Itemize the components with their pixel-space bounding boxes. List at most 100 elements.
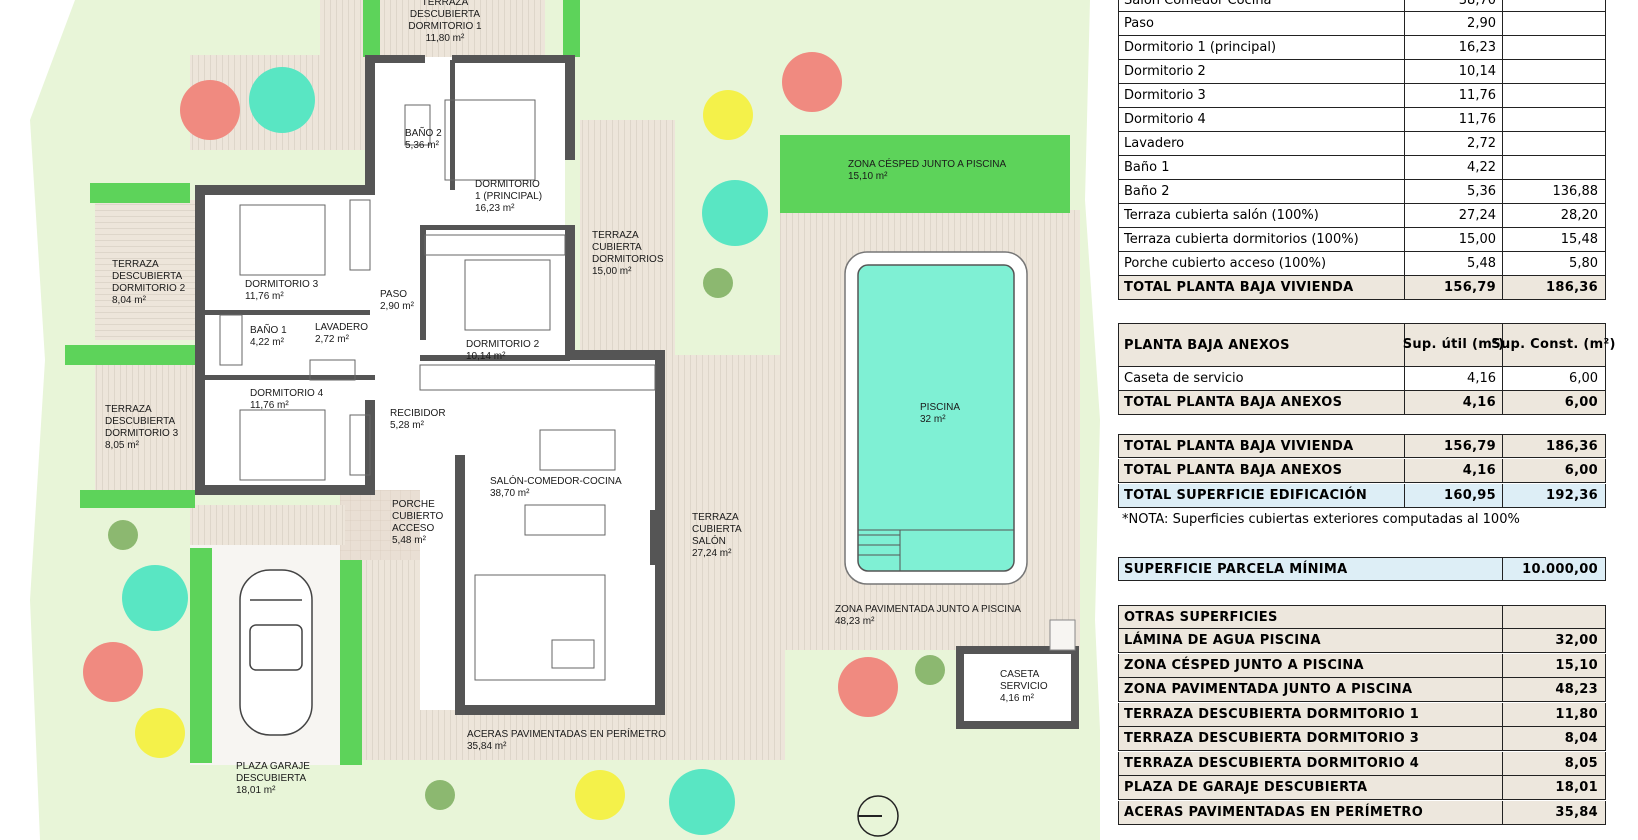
anexos-header-const: Sup. Const. (m²) (1491, 324, 1615, 366)
deck-terraza-dormitorio-3 (95, 360, 195, 490)
vivienda-row-label: Terraza cubierta dormitorios (100%) (1124, 232, 1359, 247)
tree (915, 655, 945, 685)
anexos-header-label: PLANTA BAJA ANEXOS (1124, 337, 1290, 353)
summary-util: 4,16 (1404, 459, 1502, 482)
total-anexos-row: TOTAL PLANTA BAJA ANEXOS 4,16 6,00 (1118, 391, 1606, 415)
car-icon (239, 569, 313, 736)
pool-water (857, 264, 1015, 572)
vivienda-row-const: 28,20 (1502, 204, 1604, 227)
vivienda-row-label: Baño 2 (1124, 184, 1170, 199)
otras-row-label: TERRAZA DESCUBIERTA DORMITORIO 1 (1124, 706, 1420, 722)
room-area: 8,04 m² (112, 295, 147, 306)
total-vivienda-label: TOTAL PLANTA BAJA VIVIENDA (1124, 280, 1354, 295)
vivienda-row-const (1502, 156, 1604, 179)
tree (703, 268, 733, 298)
otras-row-value: 15,10 (1502, 653, 1604, 677)
summary-const: 6,00 (1502, 459, 1604, 482)
furniture (219, 99, 656, 681)
anexos-row-util: 4,16 (1404, 367, 1502, 390)
vivienda-row-label: Dormitorio 2 (1124, 64, 1206, 79)
vivienda-row-label: Salón Comedor Cocina (1124, 0, 1272, 8)
room-area: 5,48 m² (392, 535, 427, 546)
otras-row-label: ZONA PAVIMENTADA JUNTO A PISCINA (1124, 682, 1413, 697)
vivienda-row-label: Dormitorio 4 (1124, 112, 1206, 127)
anexos-header-row: PLANTA BAJA ANEXOS Sup. útil (m²) Sup. C… (1118, 323, 1615, 367)
room-area: 27,24 m² (692, 548, 732, 559)
room-area: 18,01 m² (236, 785, 276, 796)
vivienda-row-label: Dormitorio 1 (principal) (1124, 40, 1277, 55)
vivienda-row-const (1502, 36, 1604, 59)
otras-title: OTRAS SUPERFICIES (1124, 609, 1278, 625)
tree (575, 770, 625, 820)
otras-row-value: 8,05 (1502, 751, 1604, 775)
vivienda-row-util: 5,48 (1404, 252, 1502, 275)
vivienda-row-const (1502, 12, 1604, 35)
room-area: 35,84 m² (467, 741, 507, 752)
vivienda-row-const: 5,80 (1502, 252, 1604, 275)
deck-terraza-dormitorios (580, 120, 675, 360)
hedge (190, 548, 212, 763)
parcela-label: SUPERFICIE PARCELA MÍNIMA (1124, 561, 1348, 577)
deck-terraza-dormitorio-1 (320, 0, 545, 60)
room-area: 8,05 m² (105, 440, 140, 451)
total-anexos-const: 6,00 (1502, 391, 1604, 414)
vivienda-row-label: Porche cubierto acceso (100%) (1124, 256, 1327, 271)
parcela-value: 10.000,00 (1502, 558, 1604, 580)
deck-terraza-dormitorio-2 (95, 200, 195, 340)
vivienda-row-util: 2,72 (1404, 132, 1502, 155)
total-vivienda-util: 156,79 (1404, 276, 1502, 299)
vivienda-row-const: 15,48 (1502, 228, 1604, 251)
tree (425, 780, 455, 810)
vivienda-row-util: 2,90 (1404, 12, 1502, 35)
tree (702, 180, 768, 246)
summary-label: TOTAL PLANTA BAJA ANEXOS (1124, 463, 1343, 478)
vivienda-row-util: 15,00 (1404, 228, 1502, 251)
vivienda-row-const (1502, 132, 1604, 155)
vivienda-row-util: 10,14 (1404, 60, 1502, 83)
hedge (90, 183, 190, 203)
otras-row-value: 35,84 (1502, 800, 1604, 824)
tree (122, 565, 188, 631)
room-area: 5,28 m² (390, 420, 425, 431)
total-anexos-label: TOTAL PLANTA BAJA ANEXOS (1124, 395, 1343, 410)
parcela-row: SUPERFICIE PARCELA MÍNIMA 10.000,00 (1118, 557, 1606, 581)
room-area: 4,16 m² (1000, 693, 1035, 704)
vivienda-row-const (1502, 108, 1604, 131)
otras-title-row: OTRAS SUPERFICIES (1118, 605, 1606, 629)
anexos-header-util: Sup. útil (m²) (1403, 324, 1504, 366)
room-area: 38,70 m² (490, 488, 530, 499)
room-area: 15,00 m² (592, 266, 632, 277)
tree (703, 90, 753, 140)
summary-util: 156,79 (1404, 435, 1502, 457)
summary-const: 192,36 (1502, 484, 1604, 507)
vivienda-row-const: 136,88 (1502, 180, 1604, 203)
note-text: *NOTA: Superficies cubiertas exteriores … (1122, 512, 1520, 527)
vivienda-row-label: Dormitorio 3 (1124, 88, 1206, 103)
otras-row-value: 48,23 (1502, 678, 1604, 701)
otras-row-value: 32,00 (1502, 629, 1604, 652)
hedge (363, 0, 380, 57)
lawn-zona-cesped (780, 135, 1070, 213)
vivienda-row: Dormitorio 1 (principal)16,23 (1118, 36, 1606, 60)
otras-row-value: 18,01 (1502, 776, 1604, 799)
